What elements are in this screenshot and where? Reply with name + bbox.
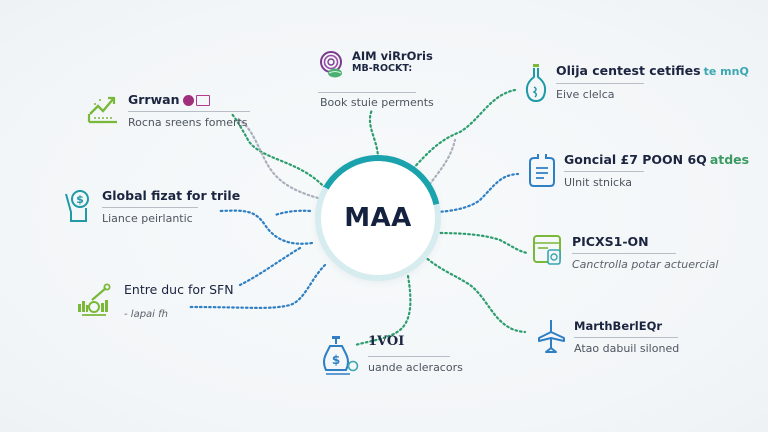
hub-label: MAA [344, 203, 412, 233]
connector-mid-right-upper [430, 172, 520, 214]
node-mid-right-lower[interactable]: PICXS1-ON Canctrolla potar actuercial [532, 234, 718, 272]
connector-top-left [230, 112, 327, 190]
connector-mid-left-a [273, 209, 312, 217]
node-title: Entre duc for SFN [124, 282, 234, 297]
node-subtitle: Eive clelca [556, 88, 615, 101]
fingerprint-leaf-icon [318, 50, 348, 80]
node-subtitle: Book stuie perments [320, 96, 434, 109]
node-divider [574, 337, 678, 338]
node-subtitle: Atao dabuil siloned [574, 342, 680, 355]
airplane-icon [536, 318, 566, 354]
node-subtitle: Ulnit stnicka [564, 176, 632, 189]
connector-top-right [408, 88, 517, 174]
dollar-flag-icon: $ [62, 188, 94, 224]
connector-bottom-right [422, 254, 527, 334]
node-divider [318, 92, 416, 93]
node-title: Global fizat for trile [102, 188, 241, 203]
money-bag-icon: $ [320, 334, 360, 378]
connector-bottom-center [353, 274, 412, 347]
crane-analytics-icon [76, 282, 116, 318]
magenta-tag-icon [183, 94, 195, 106]
node-divider [564, 171, 644, 172]
growth-chart-icon [86, 92, 120, 126]
node-title: AIM viRrOris [352, 49, 433, 63]
node-divider [572, 253, 676, 254]
node-subtitle: uande acleracors [368, 361, 463, 374]
node-title: Olija centest cetifies [556, 63, 701, 78]
connector-mid-right-lower [434, 231, 530, 255]
node-divider [368, 356, 450, 357]
node-title: MarthBerlEQr [574, 319, 663, 333]
connector-top-center [368, 108, 380, 160]
node-top-left[interactable]: Grrwan Rocna sreens fomerts [86, 92, 250, 130]
node-title: Grrwan [128, 92, 180, 107]
node-mid-left[interactable]: $ Global fizat for trile Liance peirlant… [62, 188, 240, 226]
node-subtitle: - lapai fh [124, 309, 168, 320]
node-title-row: Grrwan [128, 92, 250, 108]
flask-icon [524, 63, 548, 103]
node-divider [102, 207, 198, 208]
node-title-accent: atdes [709, 152, 750, 167]
svg-text:$: $ [332, 353, 340, 367]
node-title: PICXS1-ON [572, 234, 649, 249]
clipboard-document-icon [528, 152, 556, 188]
connector-mid-left-c [238, 246, 302, 287]
hub-progress-ring [315, 155, 441, 281]
browser-window-icon [532, 234, 564, 266]
node-divider [556, 83, 644, 84]
hub-ring-arc [315, 155, 441, 281]
node-title: 1VOI [368, 334, 405, 349]
node-top-center[interactable]: AIM viRrOris MB-ROCKT: [318, 50, 433, 80]
node-spacer [124, 298, 234, 308]
node-title-accent: te mnQ [703, 65, 749, 78]
node-subtitle: Canctrolla potar actuercial [572, 258, 719, 271]
node-subtitle: Liance peirlantic [102, 212, 193, 225]
connector-mid-left-b [218, 209, 314, 245]
node-divider [128, 111, 250, 112]
node-bottom-center[interactable]: $ 1VOI uande acleracors [320, 334, 463, 378]
svg-text:$: $ [76, 193, 84, 206]
node-subtitle: Rocna sreens fomerts [128, 116, 248, 129]
node-title-line2: MB-ROCKT: [352, 63, 413, 74]
connector-top-left-secondary [234, 116, 320, 200]
connector-bottom-left [188, 263, 327, 309]
central-hub[interactable]: MAA [315, 155, 441, 281]
node-bottom-right[interactable]: MarthBerlEQr Atao dabuil siloned [536, 318, 679, 356]
ticket-icon [196, 94, 211, 106]
node-bottom-left[interactable]: Entre duc for SFN - lapai fh [76, 282, 234, 322]
node-title: Goncial £7 POON 6Q [564, 152, 707, 167]
